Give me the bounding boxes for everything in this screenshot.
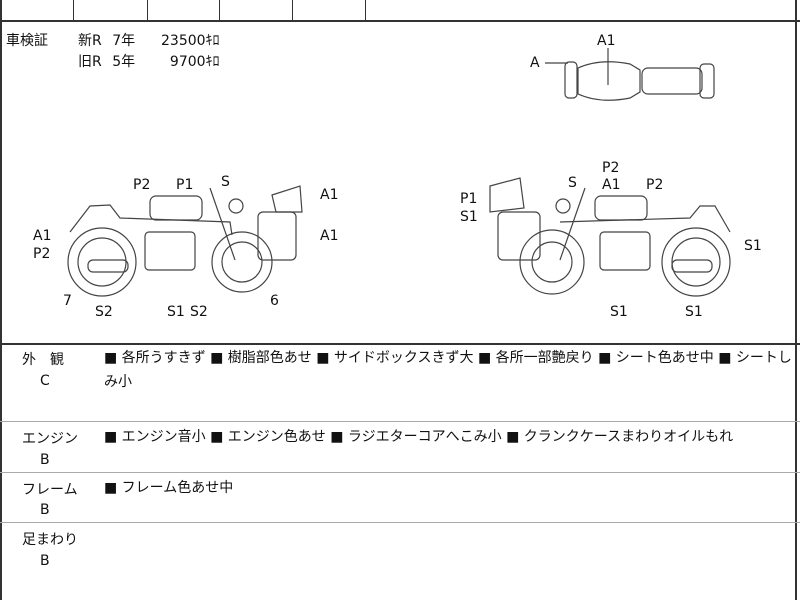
label-left-P2: P2 (133, 177, 151, 193)
header-row (0, 0, 800, 22)
label-left-6: 6 (270, 293, 279, 309)
label-left-A1a: A1 (320, 187, 339, 203)
registration-old: 旧R 5年 9700ｷﾛ (78, 54, 220, 70)
section-notes: ■ フレーム色あせ中 (104, 480, 234, 496)
old-km: 9700ｷﾛ (169, 54, 220, 70)
row-divider (0, 472, 800, 473)
label-right-S1b: S1 (744, 238, 762, 254)
label-left-P2b: P2 (33, 246, 51, 262)
section-title: フレーム (22, 482, 78, 498)
label-left-S2a: S2 (95, 304, 113, 320)
label-left-P1: P1 (176, 177, 194, 193)
registration-new: 新R 7年 23500ｷﾛ (78, 33, 220, 49)
top-view-bike (545, 48, 715, 101)
label-right-A1: A1 (602, 177, 621, 193)
new-km: 23500ｷﾛ (161, 33, 220, 49)
section-notes: ■ 各所うすきず ■ 樹脂部色あせ ■ サイドボックスきず大 ■ 各所一部艶戻り… (104, 350, 792, 390)
section-notes: ■ エンジン音小 ■ エンジン色あせ ■ ラジエターコアへこみ小 ■ クランクケ… (104, 429, 734, 445)
section-divider (0, 343, 800, 345)
label-right-P2b: P2 (646, 177, 664, 193)
row-divider (0, 421, 800, 422)
new-prefix: 新R (78, 33, 102, 49)
label-right-P1: P1 (460, 191, 478, 207)
registration-label: 車検証 (6, 33, 48, 49)
old-prefix: 旧R (78, 54, 102, 70)
label-right-S1d: S1 (685, 304, 703, 320)
section-grade: B (40, 553, 50, 569)
label-left-7: 7 (63, 293, 72, 309)
label-right-S: S (568, 175, 577, 191)
label-right-S1a: S1 (460, 209, 478, 225)
label-right-P2a: P2 (602, 160, 620, 176)
section-title: 足まわり (22, 532, 78, 548)
label-left-S2b: S2 (190, 304, 208, 320)
label-top-A1: A1 (597, 33, 616, 49)
row-divider (0, 522, 800, 523)
new-year: 7年 (112, 33, 136, 49)
label-top-A: A (530, 55, 540, 71)
label-left-A1c: A1 (33, 228, 52, 244)
motorcycle-diagrams (67, 48, 731, 297)
left-side-bike (67, 185, 303, 297)
section-grade: C (40, 373, 50, 389)
label-right-S1c: S1 (610, 304, 628, 320)
section-title: エンジン (22, 431, 78, 447)
label-left-S1: S1 (167, 304, 185, 320)
old-year: 5年 (112, 54, 136, 70)
label-left-A1b: A1 (320, 228, 339, 244)
right-side-bike (489, 177, 731, 297)
section-title: 外 観 (22, 352, 64, 368)
section-grade: B (40, 502, 50, 518)
section-grade: B (40, 452, 50, 468)
label-left-S: S (221, 174, 230, 190)
